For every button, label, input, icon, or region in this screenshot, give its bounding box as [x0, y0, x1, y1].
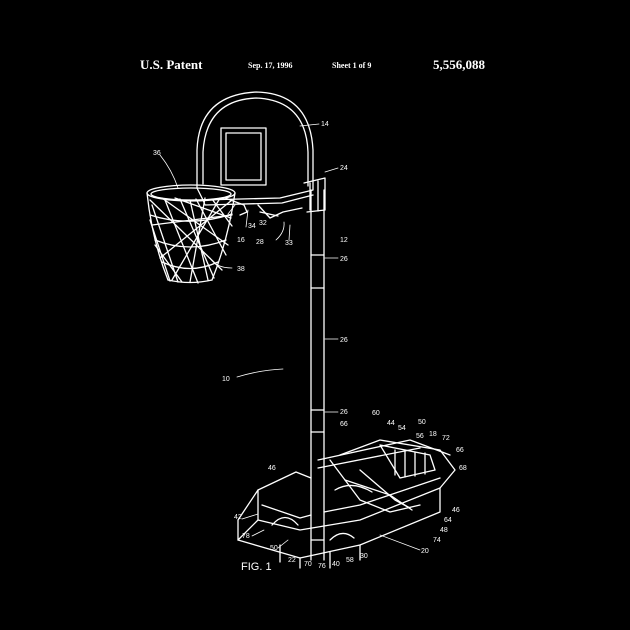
callout-16: 16 — [237, 237, 245, 244]
callout-78: 78 — [242, 533, 250, 540]
pole — [310, 189, 325, 561]
callout-14: 14 — [321, 121, 329, 128]
callout-22: 22 — [288, 557, 296, 564]
leader-lines — [159, 123, 421, 551]
callout-60: 60 — [372, 410, 380, 417]
callout-42: 42 — [234, 514, 242, 521]
callout-40: 40 — [332, 561, 340, 568]
backboard — [196, 91, 314, 206]
rim-bracket — [224, 177, 326, 219]
callout-64: 64 — [444, 517, 452, 524]
callout-28: 28 — [256, 239, 264, 246]
callout-12: 12 — [340, 237, 348, 244]
callout-68: 68 — [459, 465, 467, 472]
callout-26-upper: 26 — [340, 256, 348, 263]
callout-36: 36 — [153, 150, 161, 157]
patent-office-title: U.S. Patent — [140, 57, 203, 72]
callout-20: 20 — [421, 548, 429, 555]
callout-50-base: 50 — [270, 545, 278, 552]
base-assembly — [237, 439, 456, 569]
callout-72: 72 — [442, 435, 450, 442]
callout-54: 54 — [398, 425, 406, 432]
callout-32: 32 — [259, 220, 267, 227]
callout-26-middle: 26 — [340, 337, 348, 344]
callout-46-right: 46 — [452, 507, 460, 514]
callout-50: 50 — [418, 419, 426, 426]
callout-33: 33 — [285, 240, 293, 247]
figure-label: FIG. 1 — [241, 561, 272, 573]
callout-58: 58 — [346, 557, 354, 564]
patent-number: 5,556,088 — [433, 57, 485, 72]
callout-38: 38 — [237, 266, 245, 273]
sheet-number: Sheet 1 of 9 — [332, 61, 372, 70]
basketball-rim-and-net — [146, 184, 236, 284]
callout-10: 10 — [222, 376, 230, 383]
callout-48: 48 — [440, 527, 448, 534]
callout-70: 70 — [304, 561, 312, 568]
callout-76: 76 — [318, 563, 326, 570]
callout-30: 30 — [360, 553, 368, 560]
callout-44: 44 — [387, 420, 395, 427]
patent-date: Sep. 17, 1996 — [248, 61, 293, 70]
callout-18: 18 — [429, 431, 437, 438]
callout-74: 74 — [433, 537, 441, 544]
callout-26-lower: 26 — [340, 409, 348, 416]
callout-66-pole: 66 — [340, 421, 348, 428]
callout-66-base: 66 — [456, 447, 464, 454]
callout-46-left: 46 — [268, 465, 276, 472]
callout-34: 34 — [248, 223, 256, 230]
callout-56: 56 — [416, 433, 424, 440]
callout-24: 24 — [340, 165, 348, 172]
